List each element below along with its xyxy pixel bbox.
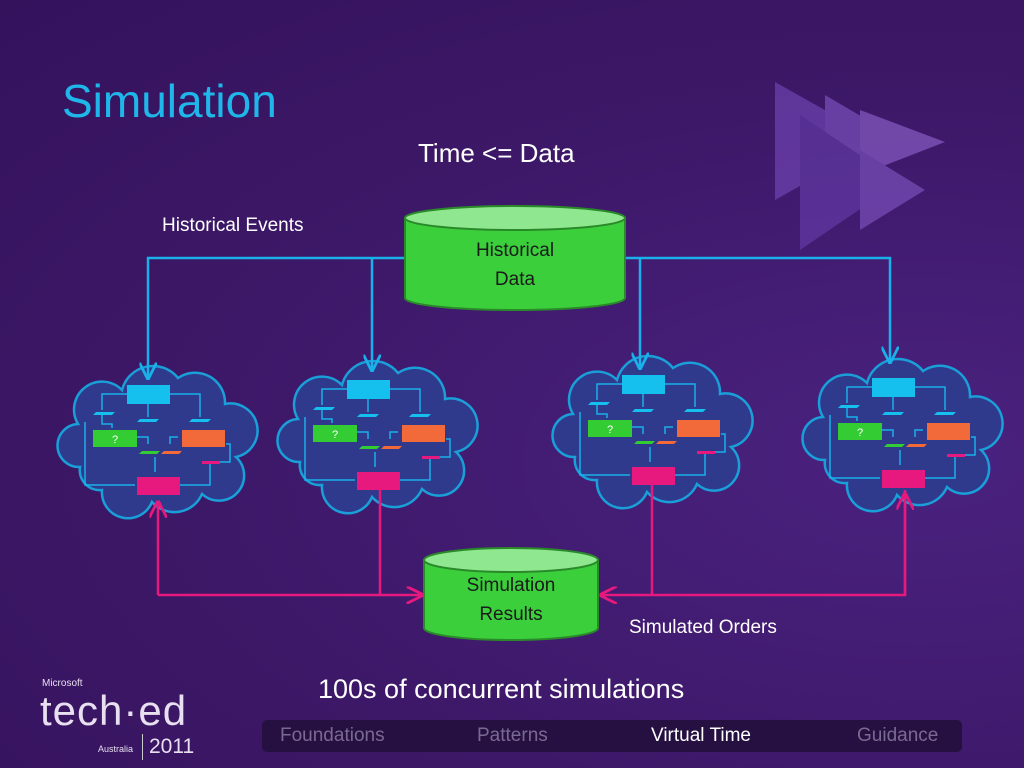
pink-box: [357, 472, 400, 490]
small-pink-step: [697, 451, 715, 454]
simulation-cloud: ?: [551, 354, 754, 510]
small-orange-step: [906, 444, 927, 447]
small-blue-step: [838, 405, 860, 408]
historical-data-line2: Data: [494, 269, 536, 290]
cloud-shape: [276, 359, 479, 515]
logo-region: Australia: [98, 744, 134, 754]
small-blue-step: [313, 407, 335, 410]
cloud-shape: [801, 357, 1004, 513]
small-pink-step: [422, 456, 440, 459]
orange-box: [402, 425, 445, 442]
nav-item-virtual-time[interactable]: Virtual Time: [651, 725, 751, 746]
logo-product: tech·ed: [40, 687, 188, 734]
cloud-flow-lines: [579, 383, 726, 476]
small-orange-step: [656, 441, 677, 444]
small-pink-step: [947, 454, 965, 457]
teched-logo: Microsoft tech·ed Australia 2011: [40, 678, 240, 764]
blue-box: [622, 375, 665, 394]
historical-data-line1: Historical: [475, 240, 555, 261]
blue-box: [872, 378, 915, 397]
simulation-cloud: ?: [801, 357, 1004, 513]
small-green-step: [634, 441, 655, 444]
historical-data-label: Historical Data: [405, 236, 625, 294]
simulation-cloud: ?: [276, 359, 479, 515]
simulation-results-label: Simulation Results: [424, 571, 598, 629]
small-blue-step: [189, 419, 211, 422]
cloud-flow-lines: [304, 388, 451, 481]
small-green-step: [359, 446, 380, 449]
simulation-results-cylinder: [423, 547, 599, 641]
pink-box: [632, 467, 675, 485]
slide-title: Simulation: [62, 75, 277, 127]
pink-box: [137, 477, 180, 495]
small-orange-step: [381, 446, 402, 449]
pink-box: [882, 470, 925, 488]
historical-data-cylinder: [404, 205, 626, 311]
small-pink-step: [202, 461, 220, 464]
simulation-results-line1: Simulation: [466, 575, 556, 596]
green-box-question: ?: [857, 427, 863, 439]
small-blue-step: [934, 412, 956, 415]
small-green-step: [884, 444, 905, 447]
blue-box: [347, 380, 390, 399]
nav-item-patterns[interactable]: Patterns: [477, 725, 548, 746]
cloud-flow-lines: [84, 393, 231, 486]
decorative-triangles-icon: [775, 82, 945, 250]
green-box: [313, 425, 357, 442]
small-blue-step: [357, 414, 379, 417]
nav-item-guidance[interactable]: Guidance: [857, 725, 939, 746]
green-box-question: ?: [607, 424, 613, 436]
historical-events-lines: [148, 256, 890, 378]
cloud-shape: [551, 354, 754, 510]
orange-box: [182, 430, 225, 447]
cloud-flow-lines: [829, 386, 976, 479]
orange-box: [677, 420, 720, 437]
green-box-question: ?: [332, 429, 338, 441]
simulated-orders-label: Simulated Orders: [629, 617, 777, 638]
logo-brand: Microsoft: [42, 678, 83, 689]
simulation-cloud: ?: [56, 364, 259, 520]
logo-year: 2011: [142, 734, 194, 760]
small-blue-step: [137, 419, 159, 422]
green-box: [588, 420, 632, 437]
small-green-step: [139, 451, 160, 454]
cloud-shape: [56, 364, 259, 520]
small-blue-step: [882, 412, 904, 415]
slide-subtitle: Time <= Data: [418, 138, 575, 168]
small-orange-step: [161, 451, 182, 454]
small-blue-step: [93, 412, 115, 415]
section-nav: Foundations Patterns Virtual Time Guidan…: [262, 720, 962, 752]
green-box-question: ?: [112, 434, 118, 446]
nav-item-foundations[interactable]: Foundations: [280, 725, 385, 746]
blue-box: [127, 385, 170, 404]
simulated-orders-lines: [158, 482, 905, 595]
orange-box: [927, 423, 970, 440]
green-box: [838, 423, 882, 440]
historical-events-label: Historical Events: [162, 215, 304, 236]
small-blue-step: [684, 409, 706, 412]
small-blue-step: [632, 409, 654, 412]
caption: 100s of concurrent simulations: [318, 674, 685, 704]
green-box: [93, 430, 137, 447]
small-blue-step: [588, 402, 610, 405]
simulation-results-line2: Results: [479, 604, 543, 625]
small-blue-step: [409, 414, 431, 417]
